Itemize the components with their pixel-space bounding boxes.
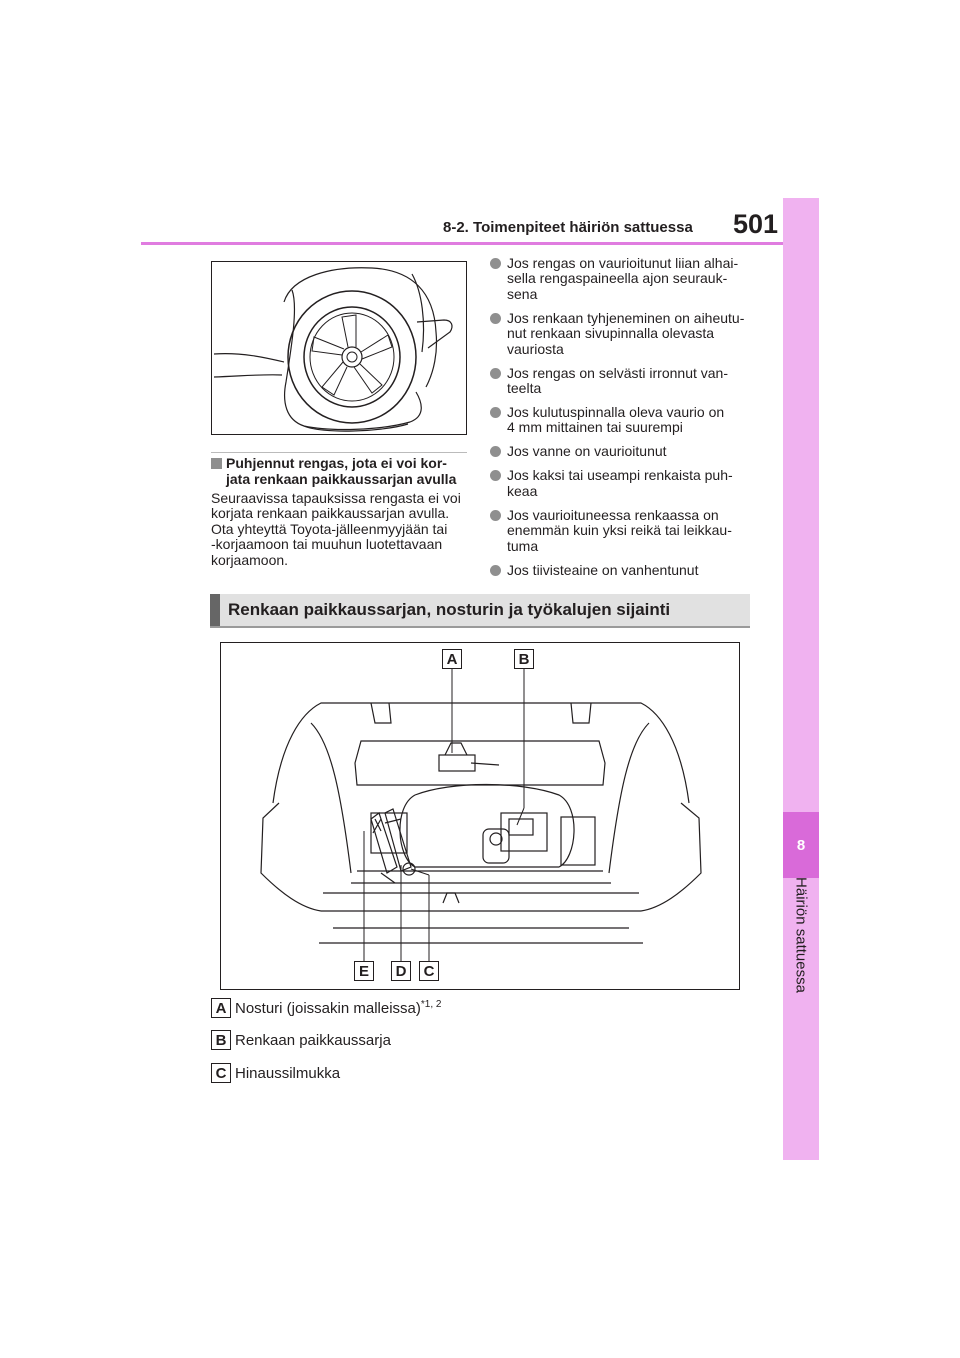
body-line: korjata renkaan paikkaussarjan avulla.	[211, 505, 450, 522]
legend-footnote-ref: *1, 2	[420, 998, 442, 1010]
chapter-number: 8	[783, 812, 819, 878]
cannot-repair-body: Seuraavissa tapauksissa rengasta ei voi …	[211, 490, 469, 568]
body-line: -korjaamoon tai muuhun luotettavaan	[211, 536, 443, 553]
body-line: Ota yhteyttä Toyota-jälleenmyyjään tai	[211, 520, 448, 537]
label-c: C	[419, 961, 439, 981]
header-rule	[141, 242, 784, 245]
list-item: Jos tiivisteaine on vanhentunut	[489, 562, 759, 578]
flat-tire-illustration	[211, 261, 467, 435]
list-item: Jos rengas on vaurioitunut liian alhai-s…	[489, 255, 759, 302]
label-b: B	[514, 649, 534, 669]
chapter-title: Häiriön sattuessa	[792, 877, 810, 993]
label-d: D	[391, 961, 411, 981]
round-bullet-icon	[490, 312, 501, 324]
round-bullet-icon	[490, 258, 501, 269]
legend-text: Renkaan paikkaussarja	[235, 1031, 391, 1049]
legend-text: Nosturi (joissakin malleissa)	[235, 999, 421, 1017]
section-heading: Renkaan paikkaussarjan, nosturin ja työk…	[228, 600, 671, 619]
legend-item-c: C Hinaussilmukka	[211, 1063, 340, 1083]
trunk-drawing	[260, 669, 702, 961]
chapter-tab-strip	[783, 198, 819, 1160]
legend-key: C	[211, 1063, 231, 1083]
cannot-repair-heading-line-1: Puhjennut rengas, jota ei voi kor-	[226, 455, 447, 471]
label-e: E	[354, 961, 374, 981]
body-line: korjaamoon.	[211, 551, 289, 568]
list-item: Jos kaksi tai useampi renkaista puh-keaa	[489, 468, 759, 499]
section-header: 8-2. Toimenpiteet häiriön sattuessa	[443, 219, 693, 236]
cannot-repair-heading: Puhjennut rengas, jota ei voi kor- jata …	[211, 455, 469, 487]
legend-item-a: A Nosturi (joissakin malleissa)*1, 2	[211, 998, 441, 1018]
label-a: A	[442, 649, 462, 669]
trunk-illustration: A B E D C	[220, 642, 740, 990]
flat-tire-drawing	[213, 267, 453, 432]
cannot-repair-heading-line-2: jata renkaan paikkaussarjan avulla	[226, 471, 457, 487]
list-item: Jos rengas on selvästi irronnut van-teel…	[489, 365, 759, 397]
round-bullet-icon	[490, 470, 501, 482]
legend-key: A	[211, 998, 231, 1018]
round-bullet-icon	[490, 446, 501, 458]
section-heading-bar: Renkaan paikkaussarjan, nosturin ja työk…	[210, 594, 750, 628]
heading-accent	[210, 594, 220, 626]
legend-item-b: B Renkaan paikkaussarja	[211, 1030, 391, 1050]
round-bullet-icon	[490, 367, 501, 379]
legend-key: B	[211, 1030, 231, 1050]
page-number: 501	[733, 209, 779, 239]
repair-conditions-list: Jos rengas on vaurioitunut liian alhai-s…	[489, 255, 759, 587]
square-bullet-icon	[211, 458, 222, 469]
round-bullet-icon	[490, 509, 501, 521]
list-item: Jos vanne on vaurioitunut	[489, 444, 759, 459]
body-line: Seuraavissa tapauksissa rengasta ei voi	[211, 490, 461, 506]
legend-text: Hinaussilmukka	[235, 1064, 341, 1082]
list-item: Jos renkaan tyhjeneminen on aiheutu-nut …	[489, 310, 759, 357]
figure-divider	[211, 452, 467, 453]
round-bullet-icon	[490, 564, 501, 576]
round-bullet-icon	[490, 407, 501, 419]
